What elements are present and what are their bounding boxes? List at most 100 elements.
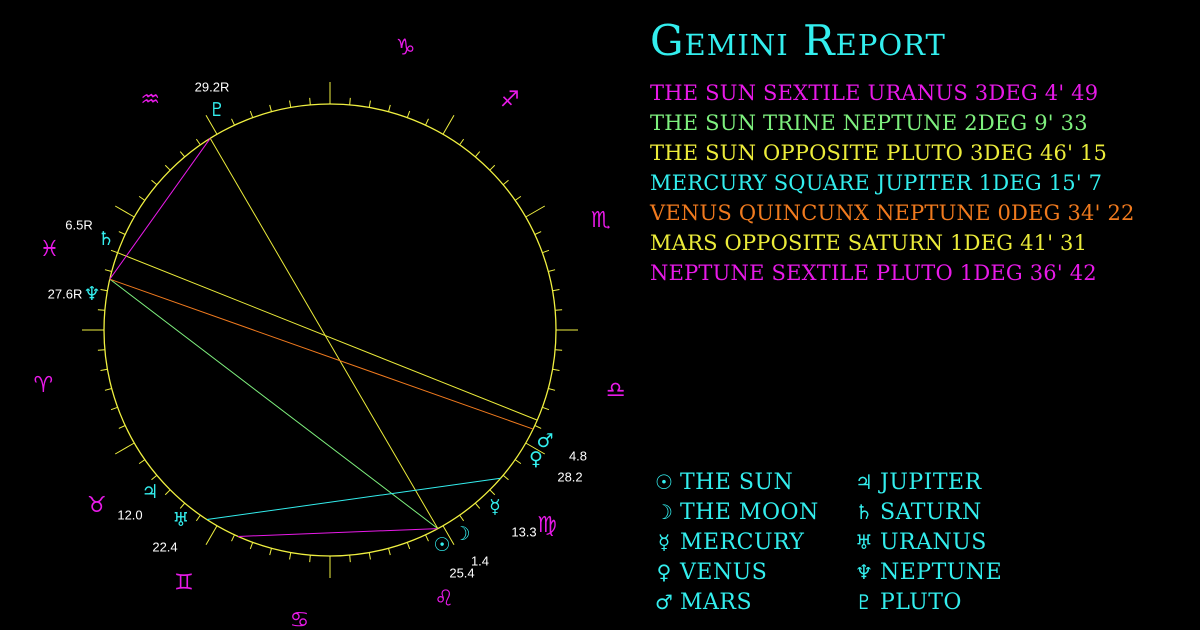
degree-tick (474, 151, 481, 158)
mars-icon: ♂ (536, 430, 553, 452)
sun-icon: ☉ (655, 470, 673, 494)
jupiter-degree-label: 12.0 (117, 508, 142, 523)
pluto-icon: ♇ (208, 99, 225, 121)
degree-tick (552, 289, 560, 292)
degree-tick (368, 552, 371, 560)
degree-tick (179, 151, 186, 158)
capricorn-icon: ♑ (396, 35, 416, 60)
sun-icon: ☉ (433, 534, 450, 556)
degree-tick (269, 548, 272, 556)
sign-boundary-tick (114, 205, 135, 218)
degree-tick (100, 289, 108, 292)
aspect-line-sun-pluto (209, 138, 439, 529)
legend-label: SATURN (880, 499, 982, 525)
sign-boundary-tick (442, 114, 455, 135)
jupiter-icon: ♃ (141, 481, 158, 503)
aspect-line-mercury-jupiter (206, 477, 501, 521)
moon-degree-label: 1.4 (471, 554, 489, 569)
libra-icon: ♎ (606, 378, 626, 403)
degree-tick (110, 406, 118, 411)
degree-tick (514, 195, 522, 201)
venus-icon: ♀ (529, 448, 543, 470)
degree-tick (542, 249, 550, 254)
degree-tick (502, 179, 509, 186)
neptune-degree-label: 27.6R (48, 287, 83, 302)
legend-label: THE MOON (680, 499, 819, 525)
degree-tick (534, 425, 542, 429)
sign-boundary-tick (205, 114, 218, 135)
mercury-degree-label: 13.3 (511, 525, 536, 540)
pluto-degree-label: 29.2R (195, 80, 230, 95)
legend-label: MERCURY (680, 529, 805, 555)
degree-tick (309, 555, 311, 563)
moon-icon: ☽ (453, 523, 470, 545)
mercury-icon: ☿ (657, 530, 671, 554)
legend-item-jupiter: ♃ JUPITER (848, 467, 1048, 497)
degree-tick (542, 406, 550, 411)
degree-tick (406, 542, 411, 550)
legend-item-pluto: ♇ PLUTO (848, 587, 1048, 617)
legend-item-sun: ☉ THE SUN (648, 467, 848, 497)
aspect-line-sun-trine-neptune: THE SUN TRINE NEPTUNE 2DEG 9' 33 (650, 111, 1088, 135)
legend-item-neptune: ♆ NEPTUNE (848, 557, 1048, 587)
degree-tick (269, 104, 272, 112)
uranus-icon: ♅ (172, 509, 189, 531)
saturn-degree-label: 6.5R (65, 218, 92, 233)
aspect-list: THE SUN SEXTILE URANUS 3DEG 4' 49 THE SU… (650, 78, 1135, 288)
aspect-line-venus-neptune (109, 278, 534, 430)
report-title: Gemini Report (650, 16, 946, 65)
aspect-line-sun-uranus (238, 528, 438, 537)
degree-tick (548, 388, 556, 391)
degree-tick (349, 97, 351, 105)
legend-label: MARS (680, 589, 753, 615)
sign-boundary-tick (525, 442, 546, 455)
legend-item-mars: ♂ MARS (648, 587, 848, 617)
sign-boundary-tick (114, 442, 135, 455)
degree-tick (151, 474, 158, 481)
sign-boundary-tick (205, 525, 218, 546)
degree-tick (502, 474, 509, 481)
degree-tick (349, 555, 351, 563)
degree-tick (195, 514, 201, 522)
degree-tick (289, 100, 292, 108)
neptune-icon: ♆ (83, 283, 100, 305)
virgo-icon: ♍ (537, 513, 557, 538)
jupiter-icon: ♃ (855, 470, 873, 494)
aquarius-icon: ♒ (140, 87, 160, 112)
legend-label: THE SUN (680, 469, 794, 495)
neptune-icon: ♆ (855, 560, 873, 584)
mars-icon: ♂ (655, 590, 673, 614)
uranus-degree-label: 22.4 (152, 540, 177, 555)
degree-tick (249, 542, 254, 550)
sign-boundary-tick (442, 525, 455, 546)
uranus-icon: ♅ (855, 530, 873, 554)
degree-tick (368, 100, 371, 108)
gemini-icon: ♊ (174, 570, 194, 595)
degree-tick (104, 388, 112, 391)
aspect-line-neptune-pluto (109, 138, 211, 280)
pluto-icon: ♇ (855, 590, 873, 614)
cancer-icon: ♋ (290, 608, 310, 630)
degree-tick (514, 459, 522, 465)
degree-tick (138, 459, 146, 465)
wheel-circle (103, 103, 557, 557)
degree-tick (555, 349, 563, 351)
degree-tick (164, 164, 171, 171)
legend-item-saturn: ♄ SATURN (848, 497, 1048, 527)
degree-tick (100, 368, 108, 371)
saturn-icon: ♄ (855, 500, 873, 524)
degree-tick (534, 231, 542, 235)
degree-tick (118, 425, 126, 429)
sun-degree-label: 25.4 (449, 566, 474, 581)
degree-tick (179, 502, 186, 509)
degree-tick (138, 195, 146, 201)
legend-item-uranus: ♅ URANUS (848, 527, 1048, 557)
legend-label: JUPITER (880, 469, 982, 495)
aspect-line-sun-opposite-pluto: THE SUN OPPOSITE PLUTO 3DEG 46' 15 (650, 141, 1108, 165)
degree-tick (195, 138, 201, 146)
aspect-line-sun-sextile-uranus: THE SUN SEXTILE URANUS 3DEG 4' 49 (650, 81, 1099, 105)
legend-item-venus: ♀ VENUS (648, 557, 848, 587)
degree-tick (548, 269, 556, 272)
sagittarius-icon: ♐ (500, 87, 520, 112)
degree-tick (555, 309, 563, 311)
